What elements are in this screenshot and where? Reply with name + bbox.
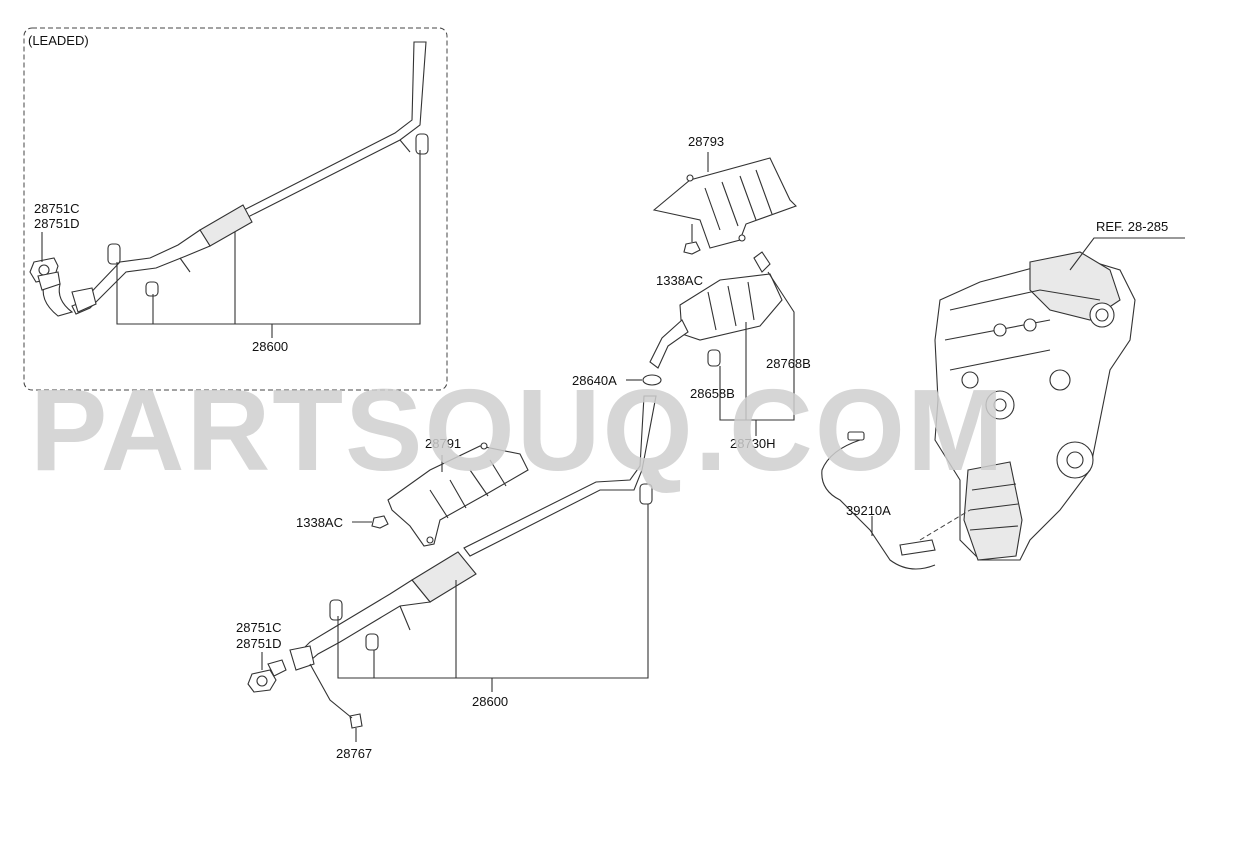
label-28730h: 28730H	[730, 436, 776, 451]
label-1338ac-top: 1338AC	[656, 273, 703, 288]
leader-ref	[1069, 237, 1185, 271]
watermark: PARTSOUQ.COM	[30, 365, 1006, 495]
label-28600-top: 28600	[252, 339, 288, 354]
label-28793: 28793	[688, 134, 724, 149]
gasket-28640a[interactable]	[642, 374, 662, 386]
leader-39210a-dash	[919, 509, 971, 541]
label-28640a: 28640A	[572, 373, 617, 388]
exhaust-pipe-28600[interactable]	[289, 395, 657, 671]
bolt-28767[interactable]	[309, 663, 363, 729]
nut-1338ac-bottom[interactable]	[371, 515, 389, 529]
nut-1338ac-top[interactable]	[683, 241, 701, 255]
label-28767: 28767	[336, 746, 372, 761]
label-28791: 28791	[425, 436, 461, 451]
label-28600-bottom: 28600	[472, 694, 508, 709]
heat-shield-28791[interactable]	[387, 442, 529, 547]
label-28751d-top: 28751D	[34, 216, 80, 231]
leaded-hanger-rubbers[interactable]	[107, 133, 429, 297]
leaded-exhaust-pipe[interactable]	[42, 41, 427, 317]
leaded-variant-box	[23, 27, 448, 391]
label-28751d-bottom: 28751D	[236, 636, 282, 651]
heat-shield-28793[interactable]	[652, 157, 798, 249]
label-1338ac-bottom: 1338AC	[296, 515, 343, 530]
leaded-gasket-28751[interactable]	[29, 257, 61, 291]
catalytic-converter-28730h[interactable]	[649, 251, 783, 369]
label-39210a: 39210A	[846, 503, 891, 518]
label-ref-28-285: REF. 28-285	[1096, 219, 1168, 234]
leaded-label: (LEADED)	[28, 33, 89, 48]
leaded-leader-lines	[41, 150, 421, 338]
label-28751c-bottom: 28751C	[236, 620, 282, 635]
label-28768b: 28768B	[766, 356, 811, 371]
leader-28730h	[719, 271, 795, 421]
engine-assembly[interactable]	[934, 251, 1136, 561]
label-28751c-top: 28751C	[34, 201, 80, 216]
lower-leader-lines	[261, 504, 649, 742]
gasket-28751-bottom[interactable]	[247, 659, 287, 693]
oxygen-sensor-39210a[interactable]	[821, 431, 936, 570]
label-28658b: 28658B	[690, 386, 735, 401]
